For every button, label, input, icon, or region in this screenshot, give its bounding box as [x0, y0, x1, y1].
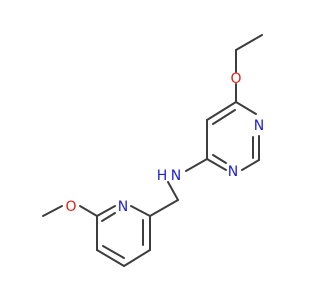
nitrogen-label-pyrimidine-bottom: N — [228, 164, 238, 180]
bond-c5-c6-double — [212, 109, 236, 125]
oxygen-label-ethoxy: O — [230, 71, 241, 87]
nitrogen-label-pyridine: N — [118, 199, 128, 215]
bond-pyr-c2-n — [130, 205, 151, 217]
bond-layer — [42, 34, 263, 267]
bond-n3-c4-double — [212, 154, 227, 164]
bond-c2-n3 — [241, 159, 260, 171]
atom-label-layer: O N N N H N O — [65, 71, 264, 215]
bond-n3-c4 — [206, 158, 227, 171]
bond-pyr-n-c6 — [96, 205, 116, 217]
molecule-structure-diagram: O N N N H N O — [42, 34, 264, 267]
bond-c6-n1 — [235, 101, 257, 115]
bond-nh-ch2 — [167, 181, 179, 201]
bond-pyr-n-c6-double — [101, 212, 116, 222]
bond-ch2-pyridine — [149, 199, 179, 217]
bond-o-methyl — [42, 205, 63, 217]
bond-ethyl-ch3-ch2 — [235, 34, 263, 51]
bond-c4-nh — [185, 158, 208, 172]
bond-pyr-c5-c4 — [96, 249, 125, 267]
nitrogen-label-pyrimidine-top: N — [254, 118, 264, 134]
bond-pyr-c4-c3 — [123, 249, 151, 267]
bond-c5-c6 — [206, 101, 237, 121]
bond-c6-o-methoxy — [79, 205, 98, 217]
hydrogen-label-amine: H — [157, 168, 168, 184]
oxygen-label-methoxy: O — [65, 199, 76, 215]
nitrogen-label-amine: N — [171, 168, 181, 184]
bond-pyr-c5-c4-double — [102, 245, 125, 259]
